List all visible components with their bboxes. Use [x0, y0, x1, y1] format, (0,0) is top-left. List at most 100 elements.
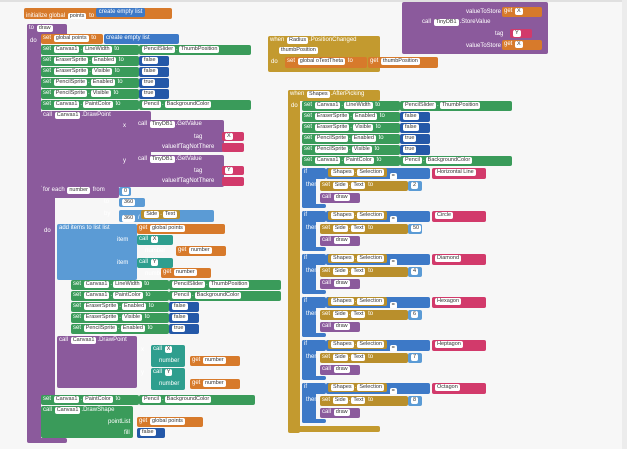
side-number-4[interactable]: 7	[408, 353, 422, 363]
get-x-store-2[interactable]: get X	[502, 40, 542, 50]
divide-block[interactable]: 360 / Side.Text	[119, 210, 214, 222]
for-each-number-block[interactable]: for each number from	[41, 186, 119, 198]
main.rows-value-4[interactable]: true	[139, 89, 169, 99]
init-global-block[interactable]: initialize global points to create empty…	[24, 8, 172, 19]
tag-y-string[interactable]: Y	[222, 166, 244, 175]
main.rows-getter-0[interactable]: PencilSlider.ThumbPosition	[139, 45, 251, 55]
if-header-5[interactable]: if	[302, 383, 326, 394]
from-value[interactable]: 0	[119, 187, 131, 196]
main.rows-value-3[interactable]: true	[139, 78, 169, 88]
false-block[interactable]: false	[137, 428, 165, 438]
call-draw-5[interactable]: call draw	[320, 408, 360, 418]
main.rows-set-row-2[interactable]: set EraserSprite.Visible to	[41, 67, 139, 77]
empty-string-x[interactable]	[222, 143, 244, 152]
get-number-4[interactable]: get number	[190, 379, 240, 389]
main.rows2-set-row-4[interactable]: set PencilSprite.Enabled to	[71, 324, 169, 334]
compare-block-0[interactable]: Shapes.Selection =	[326, 168, 430, 179]
shape-string-2[interactable]: Diamond	[432, 254, 486, 265]
set-side-text-3[interactable]: set Side.Text to	[320, 310, 408, 320]
set-side-text-5[interactable]: set Side.Text to	[320, 396, 408, 406]
main.rows2-getter-0[interactable]: PencilSlider.ThumbPosition	[169, 280, 281, 290]
main.rows2-set-row-1[interactable]: set Canvas1.PaintColor to	[71, 291, 169, 301]
main.rows-set-row-5[interactable]: set Canvas1.PaintColor to	[41, 100, 139, 110]
get-number-3[interactable]: get number	[190, 356, 240, 366]
main.rows-set-row-4[interactable]: set PencilSprite.Visible to	[41, 89, 139, 99]
create-empty-list-block-2[interactable]: create empty list	[104, 34, 179, 44]
set-side-text-2[interactable]: set Side.Text to	[320, 267, 408, 277]
call-y-block[interactable]: call Y	[137, 258, 173, 268]
shape-string-3[interactable]: Hexagon	[432, 297, 486, 308]
compare-block-4[interactable]: Shapes.Selection =	[326, 340, 430, 351]
store-tag-y[interactable]: Y	[510, 29, 532, 38]
to-value[interactable]: 360	[119, 198, 145, 207]
call-x-block[interactable]: call X	[137, 235, 173, 245]
side-number-5[interactable]: 8	[408, 396, 422, 406]
if-header-3[interactable]: if	[302, 297, 326, 308]
main.rows2-set-row-3[interactable]: set EraserSprite.Visible to	[71, 313, 169, 323]
pencil-backgroundcolor-getter[interactable]: Pencil.BackgroundColor	[139, 395, 255, 405]
call-x-block-2[interactable]: call X	[151, 345, 185, 367]
call-draw-2[interactable]: call draw	[320, 279, 360, 289]
main.rows-value-2[interactable]: false	[139, 67, 169, 77]
picker.rows-getter-5[interactable]: Pencil.BackgroundColor	[400, 156, 512, 166]
call-drawpoint-block-2[interactable]: call Canvas1.DrawPoint	[57, 336, 137, 388]
set-global-points-block[interactable]: set global points to	[41, 34, 103, 44]
if-header-2[interactable]: if	[302, 254, 326, 265]
call-y-block-2[interactable]: call Y	[151, 368, 185, 390]
if-footer-5[interactable]	[302, 419, 326, 423]
main.rows2-value-3[interactable]: false	[169, 313, 199, 323]
var-name-field[interactable]: points	[67, 13, 87, 19]
shape-string-0[interactable]: Horizontal Line	[432, 168, 486, 179]
if-header-4[interactable]: if	[302, 340, 326, 351]
main.rows2-value-4[interactable]: true	[169, 324, 199, 334]
side-number-1[interactable]: 50	[408, 224, 422, 234]
picker.rows-value-3[interactable]: true	[400, 134, 430, 144]
if-footer-2[interactable]	[302, 290, 326, 294]
picker.rows-set-row-0[interactable]: set Canvas1.LineWidth to	[302, 101, 400, 111]
main.rows-set-row-0[interactable]: set Canvas1.LineWidth to	[41, 45, 139, 55]
call-drawpoint-block[interactable]: call Canvas1.DrawPoint	[41, 111, 151, 187]
get-number-1[interactable]: get number	[176, 246, 226, 256]
picker.rows-set-row-3[interactable]: set PencilSprite.Enabled to	[302, 134, 400, 144]
main.rows-value-1[interactable]: false	[139, 56, 169, 66]
compare-block-5[interactable]: Shapes.Selection =	[326, 383, 430, 394]
call-draw-0[interactable]: call draw	[320, 193, 360, 203]
set-side-text-1[interactable]: set Side.Text to	[320, 224, 408, 234]
shape-string-5[interactable]: Octagon	[432, 383, 486, 394]
procedure-draw-header[interactable]: to draw	[27, 24, 67, 36]
call-draw-1[interactable]: call draw	[320, 236, 360, 246]
procedure-name-field[interactable]: draw	[36, 25, 53, 32]
set-canvas-paintcolor-final[interactable]: set Canvas1.PaintColor to	[41, 395, 139, 405]
main.rows2-set-row-2[interactable]: set EraserSprite.Enabled to	[71, 302, 169, 312]
shape-string-4[interactable]: Heptagon	[432, 340, 486, 351]
empty-string-y[interactable]	[222, 177, 244, 186]
if-footer-1[interactable]	[302, 247, 326, 251]
picker.rows-value-4[interactable]: true	[400, 145, 430, 155]
set-global-otexttheta[interactable]: set global oTextTheta to	[285, 57, 367, 68]
set-side-text-0[interactable]: set Side.Text to	[320, 181, 408, 191]
call-draw-4[interactable]: call draw	[320, 365, 360, 375]
get-thumbposition[interactable]: get thumbPosition	[368, 57, 438, 68]
if-footer-4[interactable]	[302, 376, 326, 380]
side-number-3[interactable]: 6	[408, 310, 422, 320]
main.rows2-getter-1[interactable]: Pencil.BackgroundColor	[169, 291, 281, 301]
picker.rows-value-2[interactable]: false	[400, 123, 430, 133]
if-header-0[interactable]: if	[302, 168, 326, 179]
compare-block-1[interactable]: Shapes.Selection =	[326, 211, 430, 222]
tag-x-string[interactable]: X	[222, 132, 244, 141]
call-draw-3[interactable]: call draw	[320, 322, 360, 332]
main.rows2-set-row-0[interactable]: set Canvas1.LineWidth to	[71, 280, 169, 290]
call-drawshape-block[interactable]: call Canvas1.DrawShape	[41, 406, 133, 438]
main.rows-set-row-1[interactable]: set EraserSprite.Enabled to	[41, 56, 139, 66]
main.rows-getter-5[interactable]: Pencil.BackgroundColor	[139, 100, 251, 110]
thumbposition-param[interactable]: thumbPosition	[276, 46, 324, 55]
compare-block-3[interactable]: Shapes.Selection =	[326, 297, 430, 308]
get-global-points[interactable]: get global points	[137, 224, 225, 234]
main.rows2-value-2[interactable]: false	[169, 302, 199, 312]
side-number-2[interactable]: 4	[408, 267, 422, 277]
tinydb-getvalue-x[interactable]: call TinyDB1.GetValue	[136, 120, 224, 152]
picker.rows-set-row-5[interactable]: set Canvas1.PaintColor to	[302, 156, 400, 166]
picker.rows-set-row-2[interactable]: set EraserSprite.Visible to	[302, 123, 400, 133]
if-footer-0[interactable]	[302, 204, 326, 208]
create-empty-list-block[interactable]: create empty list	[95, 8, 146, 17]
